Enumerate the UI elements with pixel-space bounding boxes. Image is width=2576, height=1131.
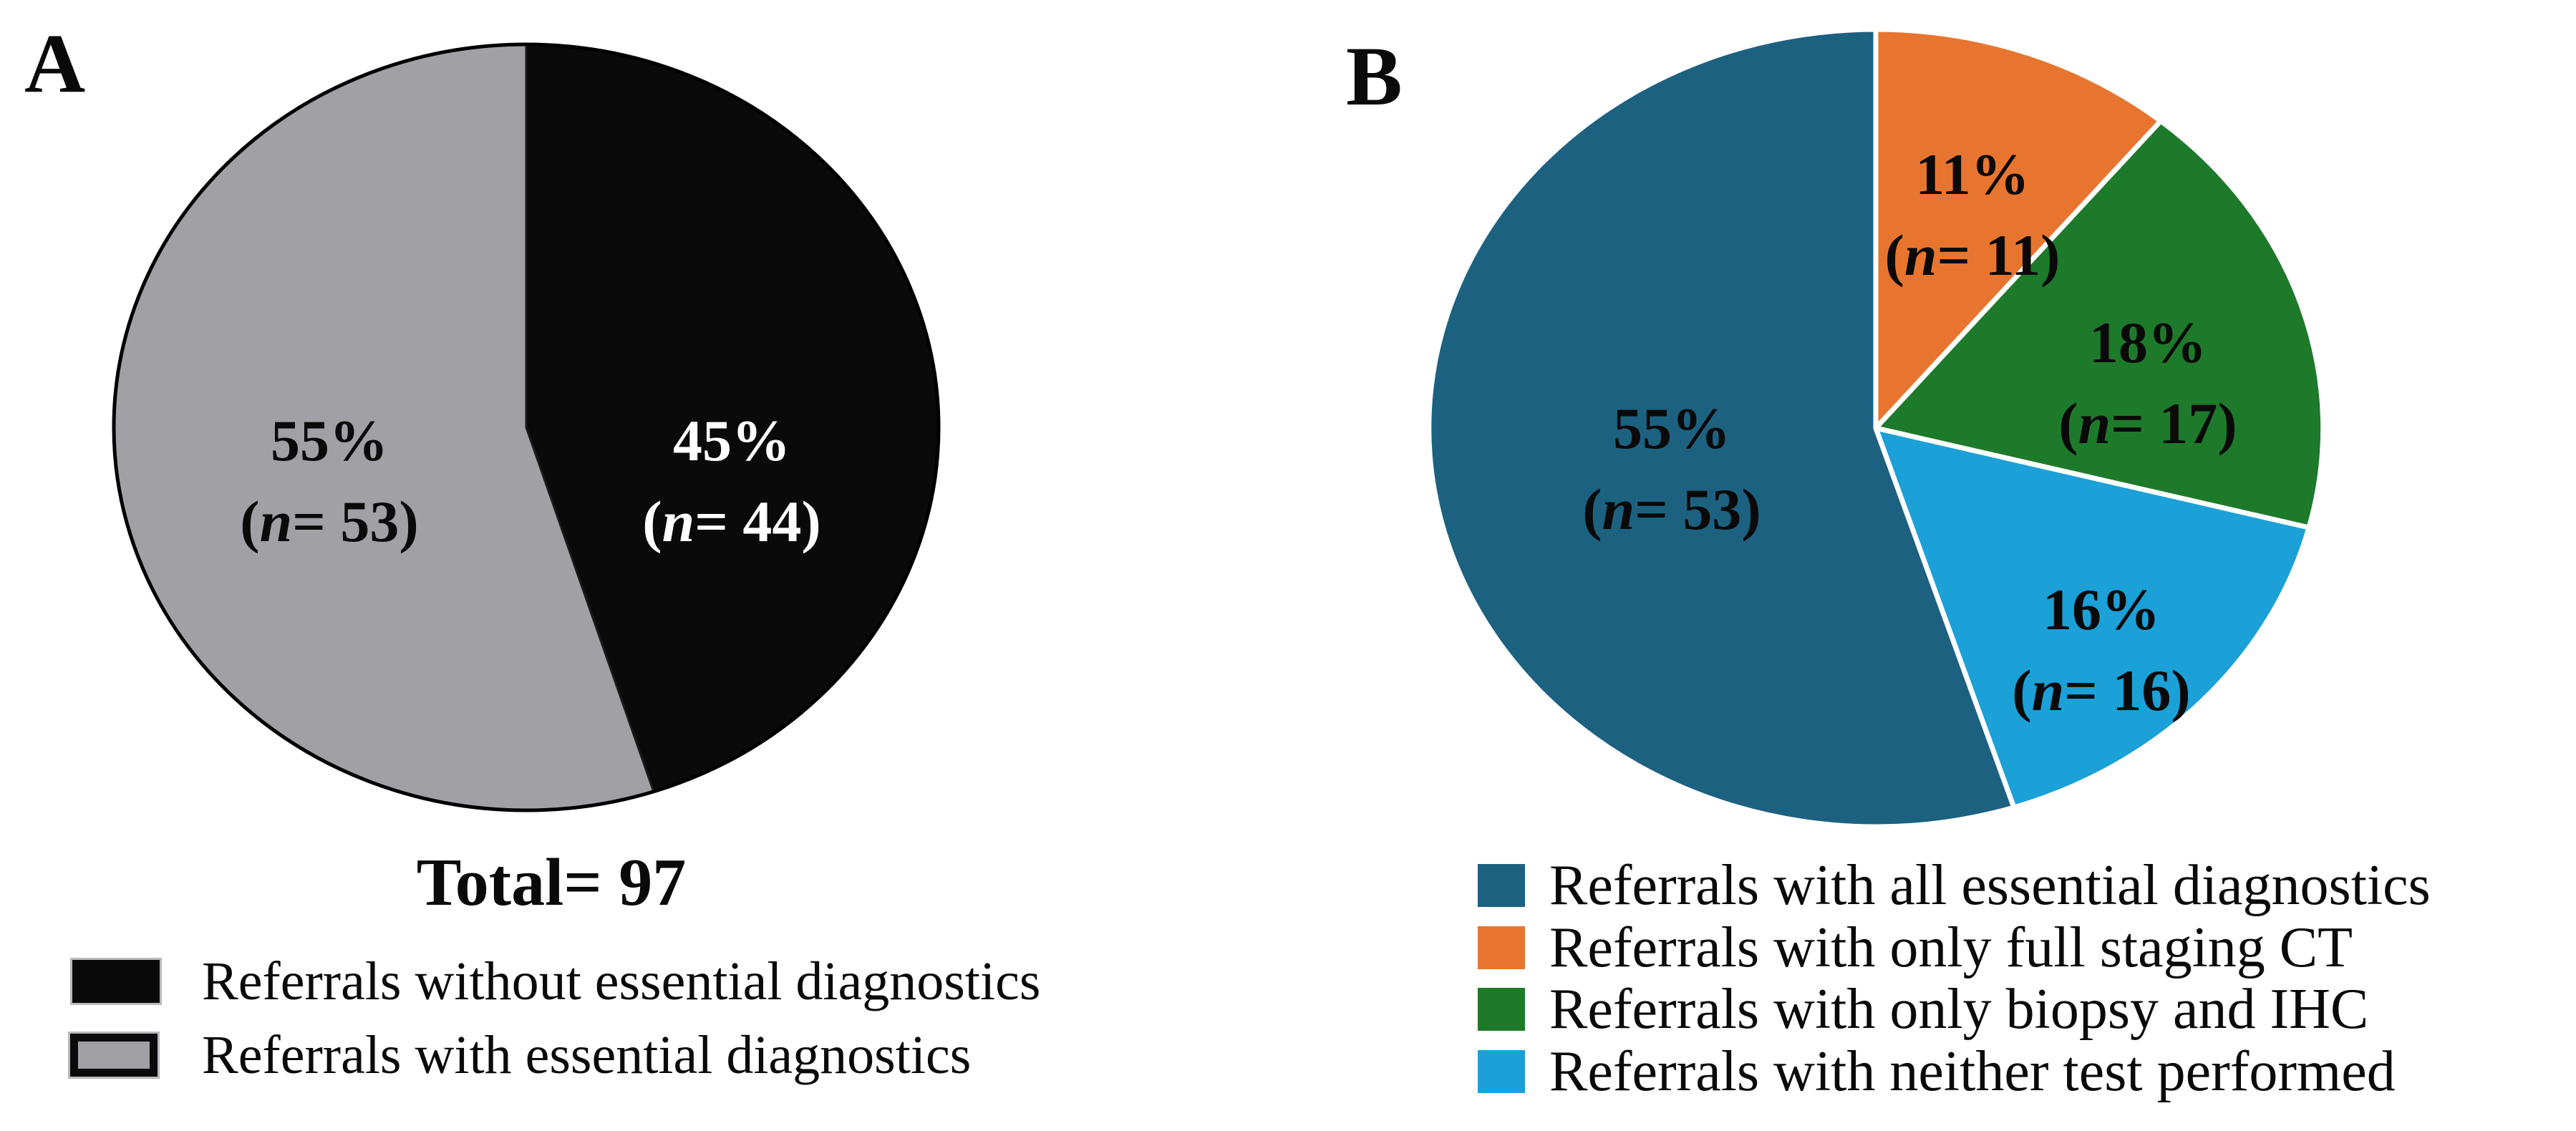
pie-b-slice-only-biopsy-ihc bbox=[1873, 118, 2326, 530]
pie-a-with-n: (n= 53) bbox=[240, 489, 419, 554]
pie-b-ct-n: (n= 11) bbox=[1884, 223, 2061, 288]
pie-a-label-with: 55% (n= 53) bbox=[240, 400, 418, 562]
pie-a-outline bbox=[112, 42, 941, 812]
pie-b-label-only-biopsy: 18% (n= 17) bbox=[2058, 302, 2237, 464]
legend-a-swatch-gray bbox=[70, 1034, 158, 1077]
legend-a-swatch-black bbox=[70, 958, 162, 1005]
pie-b-slice-all-essential bbox=[1426, 26, 2017, 830]
legend-b-swatch-darkblue bbox=[1478, 864, 1525, 907]
legend-a-item-with: Referrals with essential diagnostics bbox=[70, 1028, 971, 1082]
pie-b-label-all: 55% (n= 53) bbox=[1582, 388, 1761, 550]
pie-a-without-n: (n= 44) bbox=[642, 489, 821, 554]
panel-b-letter: B bbox=[1346, 29, 1403, 123]
legend-b-swatch-lightblue bbox=[1478, 1050, 1525, 1093]
legend-a-label-without: Referrals without essential diagnostics bbox=[202, 951, 1041, 1011]
pie-chart-a bbox=[112, 42, 941, 812]
pie-b-biopsy-pct: 18% bbox=[2089, 309, 2207, 375]
legend-b-item-neither: Referrals with neither test performed bbox=[1478, 1043, 2396, 1100]
legend-b-swatch-orange bbox=[1478, 926, 1525, 969]
pie-b-slice-only-ct bbox=[1873, 26, 2164, 431]
pie-a-label-without: 45% (n= 44) bbox=[642, 400, 820, 562]
pie-b-biopsy-n: (n= 17) bbox=[2058, 391, 2237, 456]
pie-a-with-pct: 55% bbox=[271, 407, 388, 473]
pie-b-label-neither: 16% (n= 16) bbox=[2012, 569, 2190, 731]
pie-a-without-pct: 45% bbox=[673, 407, 790, 473]
pie-b-neither-n: (n= 16) bbox=[2012, 658, 2191, 723]
panel-a-letter: A bbox=[24, 16, 86, 110]
pie-b-neither-pct: 16% bbox=[2043, 576, 2160, 642]
pie-b-all-n: (n= 53) bbox=[1582, 477, 1761, 542]
legend-b-item-biopsy: Referrals with only biopsy and IHC bbox=[1478, 981, 2368, 1038]
legend-b-item-all: Referrals with all essential diagnostics bbox=[1478, 857, 2431, 914]
legend-b-label-all: Referrals with all essential diagnostics bbox=[1549, 854, 2431, 917]
legend-b-label-biopsy: Referrals with only biopsy and IHC bbox=[1549, 978, 2369, 1041]
legend-a-item-without: Referrals without essential diagnostics bbox=[70, 954, 1040, 1009]
pie-b-ct-pct: 11% bbox=[1915, 141, 2030, 207]
pie-a-total-label: Total= 97 bbox=[416, 845, 687, 920]
legend-b-item-ct: Referrals with only full staging CT bbox=[1478, 919, 2353, 976]
legend-b-swatch-green bbox=[1478, 988, 1525, 1031]
pie-b-all-pct: 55% bbox=[1613, 395, 1730, 461]
pie-b-label-only-ct: 11% (n= 11) bbox=[1885, 134, 2061, 296]
legend-a-label-with: Referrals with essential diagnostics bbox=[202, 1025, 972, 1085]
pie-chart-b bbox=[1426, 26, 2326, 830]
legend-b-label-neither: Referrals with neither test performed bbox=[1549, 1040, 2396, 1103]
legend-b-label-ct: Referrals with only full staging CT bbox=[1549, 916, 2353, 979]
pie-b-slice-neither-test bbox=[1873, 425, 2312, 810]
